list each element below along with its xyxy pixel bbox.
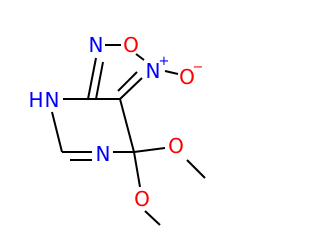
atom-n-oxide-charge: + (159, 54, 170, 69)
bond-c7-o-methoxy-1 (133, 147, 166, 153)
atoms: N O N + O − H N N O O (28, 33, 203, 211)
atom-n-oxide: N (146, 59, 161, 83)
atom-o-methoxy-1: O (168, 134, 184, 158)
atom-nh-h: H (28, 88, 43, 112)
bond-nplus-c3a-double (117, 71, 138, 92)
atom-o-oxide: O (179, 65, 195, 89)
bond-o-methyl-2 (144, 210, 161, 226)
bond-o-methyl-1 (186, 159, 206, 179)
atom-n-furazan: N (89, 33, 104, 57)
atom-o-oxide-charge: − (193, 60, 204, 75)
atom-n-pyrimidine: N (96, 142, 111, 166)
bond-c7a-n-furazan (87, 57, 97, 100)
bond-nplus-ominus (164, 70, 179, 75)
bond-nplus-c3a (119, 77, 143, 100)
bond-nh-ch (51, 111, 63, 153)
bond-c7a-n-furazan-double (95, 61, 104, 100)
molecule-structure: N O N + O − H N N O O (28, 33, 206, 226)
bond-c7-o-methoxy-2 (133, 151, 141, 188)
atom-o-methoxy-2: O (134, 187, 150, 211)
atom-o-furazan: O (123, 33, 139, 57)
atom-nh-n: N (45, 88, 60, 112)
bonds (51, 44, 206, 226)
bond-c7-c3a (119, 98, 135, 153)
bond-o-nplus (135, 53, 145, 61)
